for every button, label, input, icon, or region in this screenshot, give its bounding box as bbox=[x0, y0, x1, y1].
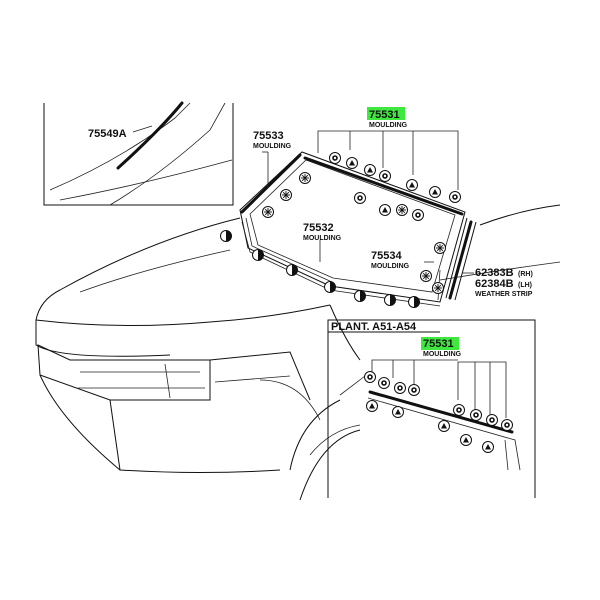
clip-tri-icon bbox=[366, 400, 378, 412]
moulding-75531-strip bbox=[303, 156, 464, 216]
label-75533-moulding: MOULDING bbox=[253, 143, 292, 150]
inset-fastener-clips bbox=[364, 371, 513, 453]
label-75533: 75533 bbox=[253, 130, 284, 142]
clip-ring-icon bbox=[394, 382, 406, 394]
label-62384b: 62384B bbox=[475, 278, 514, 290]
label-75534: 75534 bbox=[371, 250, 402, 262]
clip-star-icon bbox=[420, 270, 432, 282]
label-75531-top: 75531 bbox=[369, 109, 400, 121]
clip-ring-icon bbox=[378, 377, 390, 389]
part-75549a-strip bbox=[116, 101, 184, 170]
clip-star-icon bbox=[262, 206, 274, 218]
inset-plant-box bbox=[327, 319, 536, 498]
leader-lines bbox=[262, 130, 474, 274]
moulding-75533-strip bbox=[240, 153, 302, 214]
clip-half-icon bbox=[286, 264, 298, 276]
clip-half-icon bbox=[354, 290, 366, 302]
clip-half-icon bbox=[384, 294, 396, 306]
clip-star-icon bbox=[299, 172, 311, 184]
label-plant: PLANT. A51-A54 bbox=[331, 321, 417, 333]
clip-ring-icon bbox=[449, 191, 461, 203]
label-75531-top-moulding: MOULDING bbox=[369, 122, 408, 129]
clip-tri-icon bbox=[379, 204, 391, 216]
label-75532: 75532 bbox=[303, 222, 334, 234]
clip-ring-icon bbox=[408, 384, 420, 396]
clip-ring-icon bbox=[501, 419, 513, 431]
clip-tri-icon bbox=[429, 186, 441, 198]
label-62383b: 62383B bbox=[475, 267, 514, 279]
clip-tri-icon bbox=[406, 179, 418, 191]
highlight-75531-top bbox=[367, 107, 405, 120]
clip-tri-icon bbox=[364, 164, 376, 176]
clip-star-icon bbox=[396, 204, 408, 216]
label-weather-strip: WEATHER STRIP bbox=[475, 291, 533, 298]
clip-half-icon bbox=[252, 249, 264, 261]
clip-ring-icon bbox=[470, 409, 482, 421]
clip-ring-icon bbox=[453, 404, 465, 416]
clip-ring-icon bbox=[354, 192, 366, 204]
clip-ring-icon bbox=[379, 170, 391, 182]
clip-star-icon bbox=[432, 282, 444, 294]
clip-tri-icon bbox=[392, 406, 404, 418]
label-62383b-side: (RH) bbox=[518, 271, 533, 278]
highlight-75531-inset bbox=[421, 337, 459, 350]
inset-moulding-strip bbox=[368, 390, 514, 434]
clip-tri-icon bbox=[346, 157, 358, 169]
clip-half-icon bbox=[408, 296, 420, 308]
clip-star-icon bbox=[434, 242, 446, 254]
inset-pillar-box bbox=[43, 101, 234, 206]
clip-ring-icon bbox=[486, 414, 498, 426]
car-body-outline bbox=[35, 204, 561, 501]
label-75534-moulding: MOULDING bbox=[371, 263, 410, 270]
clip-half-icon bbox=[324, 281, 336, 293]
clip-tri-icon bbox=[438, 420, 450, 432]
label-62384b-side: (LH) bbox=[518, 282, 532, 289]
clip-ring-icon bbox=[412, 209, 424, 221]
label-75531-inset: 75531 bbox=[423, 338, 454, 350]
clip-tri-icon bbox=[460, 434, 472, 446]
clip-ring-icon bbox=[364, 371, 376, 383]
clip-ring-icon bbox=[329, 152, 341, 164]
label-75532-moulding: MOULDING bbox=[303, 235, 342, 242]
weather-strip bbox=[448, 220, 473, 300]
label-75549a: 75549A bbox=[88, 128, 127, 140]
clip-tri-icon bbox=[482, 441, 494, 453]
clip-half-icon bbox=[220, 230, 232, 242]
label-75531-inset-moulding: MOULDING bbox=[423, 351, 462, 358]
fastener-clips bbox=[220, 152, 461, 308]
clip-star-icon bbox=[280, 189, 292, 201]
